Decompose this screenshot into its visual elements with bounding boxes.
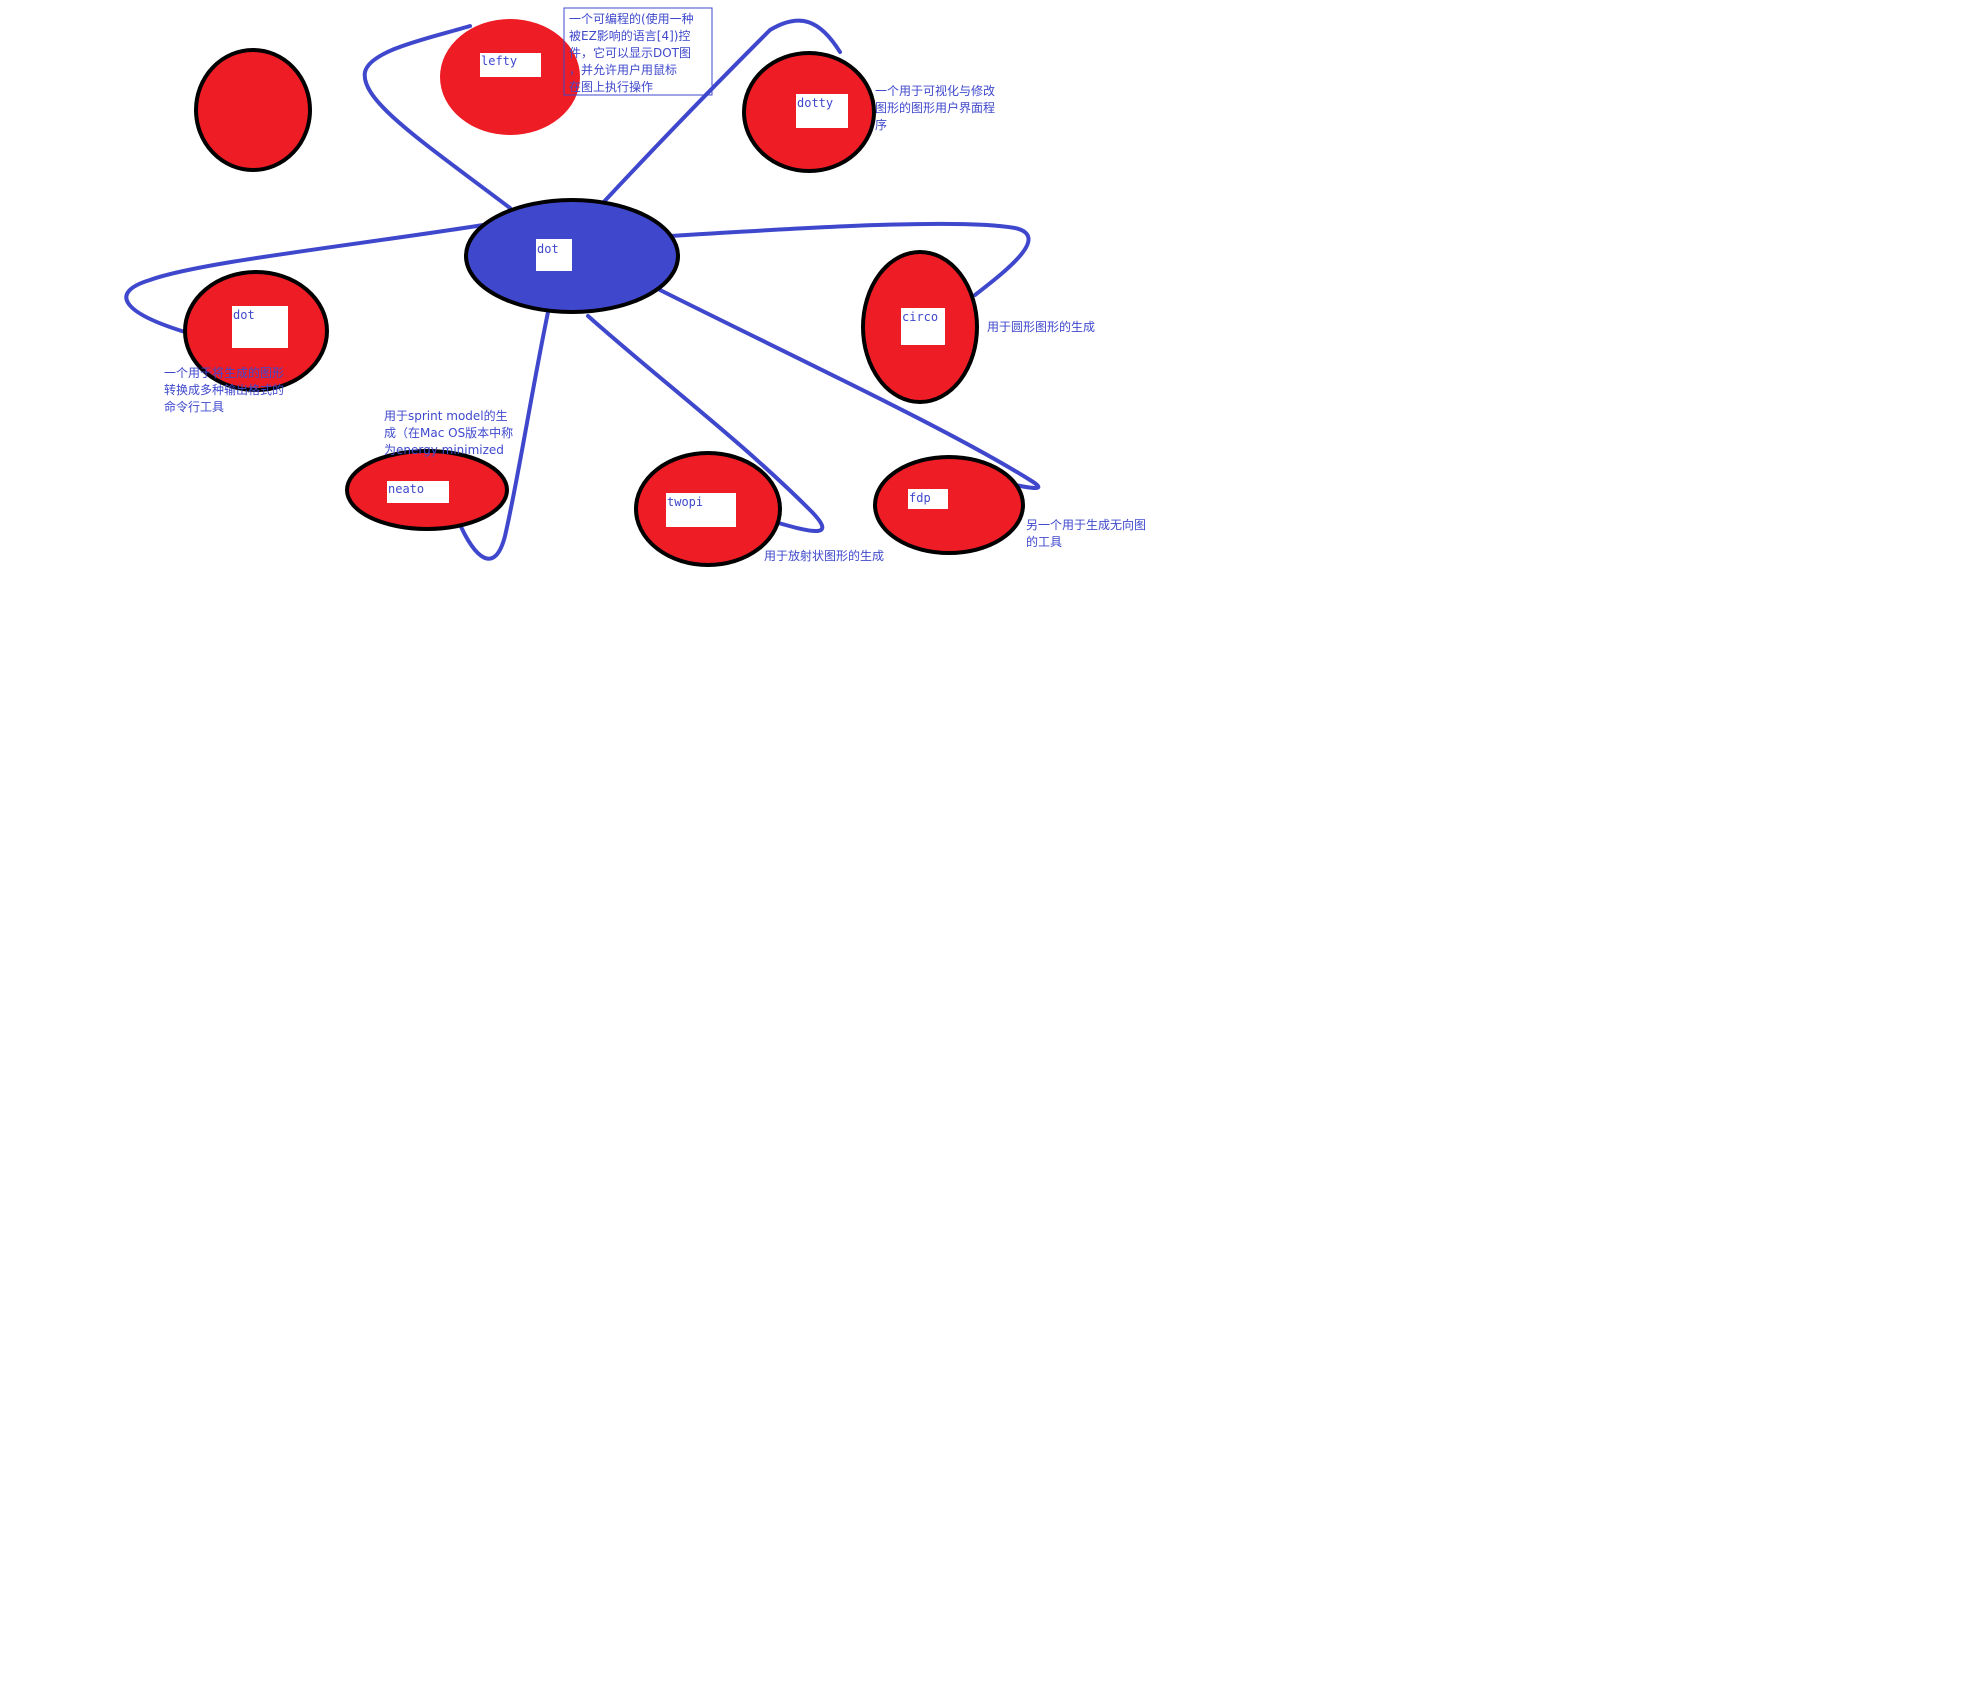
node-lefty: lefty (440, 19, 580, 135)
node-label: circo (902, 310, 938, 324)
node-fdp: fdp (873, 455, 1025, 555)
label-box (480, 53, 541, 77)
node-label: dot (537, 242, 559, 256)
label-box (232, 306, 288, 348)
label-box (666, 493, 736, 527)
node-dot: dot (183, 270, 329, 392)
annotation-neato: 用于sprint model的生 成（在Mac OS版本中称 为energy m… (384, 408, 517, 457)
annotation-circo: 用于圆形图形的生成 (987, 319, 1095, 334)
connector-twopi (586, 314, 825, 534)
annotation-twopi: 用于放射状图形的生成 (764, 548, 884, 563)
annotation-lefty: 一个可编程的(使用一种 被EZ影响的语言[4])控 件，它可以显示DOT图 ，并… (569, 11, 698, 94)
annotation-box-lefty (563, 7, 713, 96)
node-center-dot: dot (464, 198, 680, 314)
label-box (908, 489, 948, 509)
connector-circo (668, 221, 1031, 297)
connector-dotty (598, 18, 842, 208)
connector-fdp (658, 288, 1041, 490)
connector-dot (124, 222, 492, 334)
node-label: neato (388, 482, 424, 496)
node-label: twopi (667, 495, 703, 509)
label-box (536, 239, 572, 271)
node-label: lefty (481, 54, 517, 68)
connector-neato (456, 310, 550, 561)
label-box (387, 481, 449, 503)
node-neato: neato (345, 449, 509, 531)
node-circo: circo (861, 250, 979, 404)
label-box (901, 308, 945, 345)
node-dotty: dotty (742, 51, 876, 173)
unlabeled-node (194, 48, 312, 172)
node-label: dot (233, 308, 255, 322)
annotation-dotty: 一个用于可视化与修改 图形的图形用户界面程 序 (875, 83, 999, 132)
node-label: dotty (797, 96, 833, 110)
annotation-dot: 一个用于将生成的图形 转换成多种输出格式的 命令行工具 (164, 365, 288, 414)
connector-lefty (362, 24, 512, 210)
annotation-fdp: 另一个用于生成无向图 的工具 (1026, 517, 1150, 549)
node-label: fdp (909, 491, 931, 505)
node-twopi: twopi (634, 451, 782, 567)
label-box (796, 94, 848, 128)
